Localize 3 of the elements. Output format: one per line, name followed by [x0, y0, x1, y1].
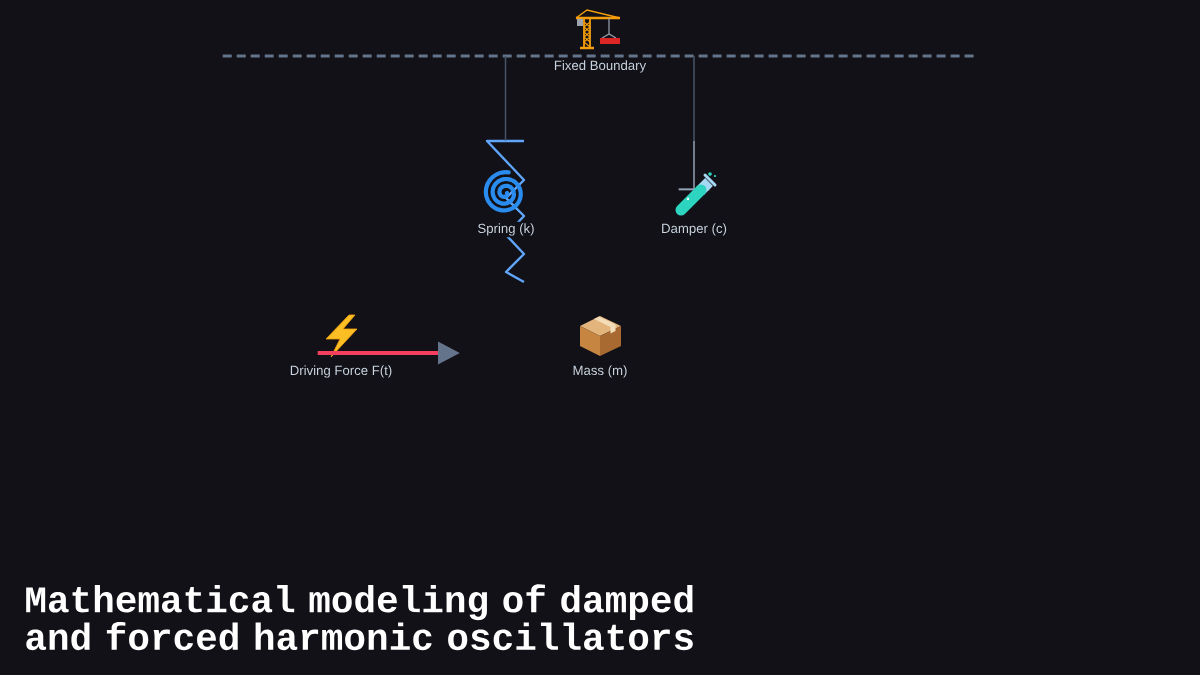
title: Mathematical modeling of damped and forced harmonic oscillators	[26, 584, 693, 651]
connector-line	[504, 55, 507, 142]
connector-line	[693, 55, 695, 142]
